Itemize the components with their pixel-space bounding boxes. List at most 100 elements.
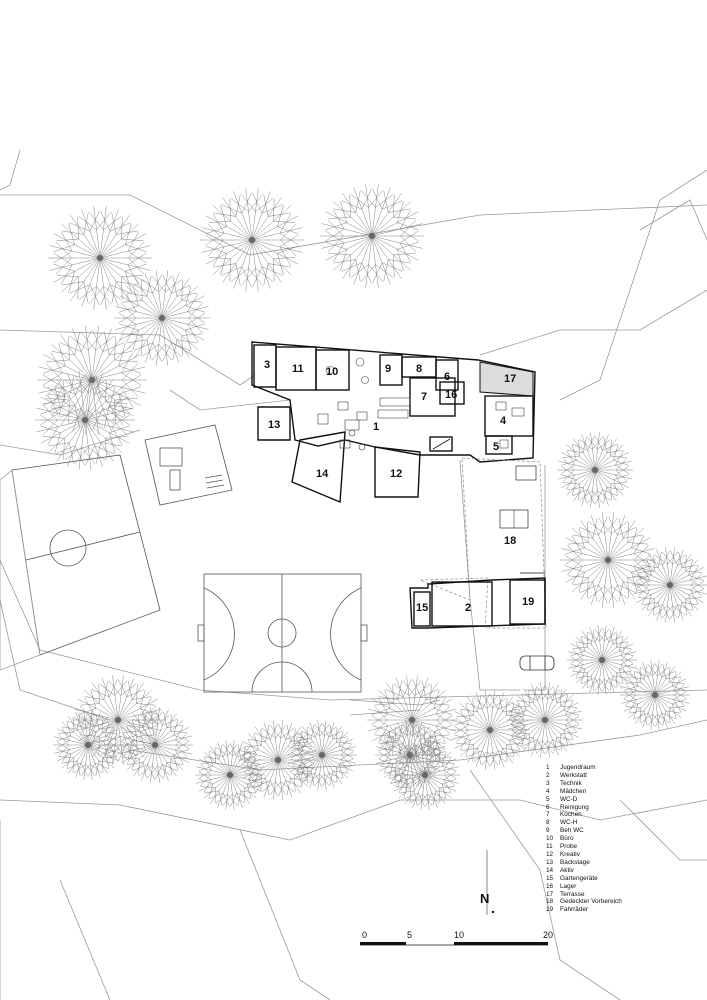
- legend-room-name: Jugendraum: [560, 764, 596, 771]
- football-field: [0, 454, 161, 671]
- legend-number: 14: [546, 866, 554, 874]
- tree-icon: [73, 675, 163, 765]
- legend-room-name: Technik: [560, 779, 582, 787]
- room-number: 13: [268, 419, 280, 431]
- tree-icon: [195, 740, 265, 810]
- legend-item: 9 Beh WC: [546, 827, 704, 835]
- north-label: N: [480, 891, 489, 906]
- tree-icon: [632, 547, 707, 623]
- legend-item: 6 Reinigung: [546, 804, 704, 812]
- legend-room-name: Lager: [560, 882, 577, 890]
- legend-number: 8: [546, 819, 550, 827]
- room-number: 19: [522, 596, 534, 608]
- tree-icon: [560, 512, 656, 608]
- basketball-court: [197, 573, 368, 693]
- legend-room-name: Aktiv: [560, 866, 574, 874]
- legend-number: 12: [546, 850, 554, 858]
- room-number: 4: [500, 415, 507, 427]
- room-number: 2: [465, 602, 471, 614]
- legend-room-name: Gedeckter Vorbereich: [560, 898, 622, 906]
- room-number: 16: [445, 389, 457, 401]
- legend-room-name: Backstage: [560, 858, 590, 866]
- legend-number: 9: [546, 827, 550, 835]
- legend-room-name: Mädchen: [560, 787, 587, 795]
- tree-icon: [48, 206, 152, 310]
- legend-number: 5: [546, 795, 550, 803]
- legend-room-name: Büro: [560, 835, 574, 843]
- legend-room-name: Reinigung: [560, 803, 589, 811]
- legend-number: 19: [546, 906, 554, 914]
- tree-icon: [390, 740, 460, 810]
- room-number: 12: [390, 468, 402, 480]
- room-number: 1: [373, 421, 379, 433]
- tree-icon: [567, 625, 637, 695]
- legend-number: 1: [546, 764, 550, 771]
- north-arrow-icon: N: [480, 850, 495, 915]
- trees: [35, 184, 707, 810]
- legend-room-name: Gartengeräte: [560, 874, 598, 882]
- tree-icon: [507, 682, 583, 758]
- tree-icon: [367, 675, 457, 765]
- legend-number: 11: [546, 843, 553, 851]
- legend-room-name: Kreativ: [560, 850, 580, 858]
- scale-tick-label: 20: [543, 930, 553, 940]
- legend-number: 10: [546, 835, 554, 843]
- tree-icon: [114, 270, 210, 366]
- room-labels: 1 2 4 5 6 7 8 9 10 11 3 12 13 14 15 16 1…: [264, 359, 534, 614]
- legend-item: 12 Kreativ: [546, 851, 704, 859]
- furniture: [317, 357, 525, 451]
- legend-room-name: Beh WC: [560, 827, 584, 835]
- room-number: 9: [385, 363, 391, 375]
- room-number: 5: [493, 441, 499, 453]
- legend-room-name: Kochen: [560, 811, 582, 819]
- covered-forecourt: [419, 457, 547, 629]
- legend-room-name: Fahrräder: [560, 906, 589, 914]
- legend-number: 15: [546, 874, 554, 882]
- tree-icon: [620, 660, 690, 730]
- legend-room-name: WC-H: [560, 819, 578, 827]
- legend-item: 1 Jugendraum: [546, 764, 704, 772]
- room-number: 8: [416, 363, 422, 375]
- legend-number: 6: [546, 803, 550, 811]
- room-number: 10: [326, 366, 338, 378]
- legend-room-name: WC-D: [560, 795, 578, 803]
- room-number: 7: [421, 391, 427, 403]
- room-number: 17: [504, 373, 516, 385]
- legend-item: 7 Kochen: [546, 811, 704, 819]
- tree-icon: [117, 707, 193, 783]
- legend-number: 2: [546, 771, 550, 779]
- tree-icon: [200, 188, 304, 292]
- legend-item: 2 Werkstatt: [546, 772, 704, 780]
- legend-item: 5 WC-D: [546, 796, 704, 804]
- legend-room-name: Werkstatt: [560, 771, 587, 779]
- scale-bar: 0 5 10 20: [360, 930, 553, 946]
- legend-number: 18: [546, 898, 554, 906]
- legend-number: 7: [546, 811, 550, 819]
- legend-item: 15 Gartengeräte: [546, 875, 704, 883]
- tree-icon: [287, 720, 357, 790]
- tree-icon: [557, 432, 633, 508]
- legend-item: 8 WC-H: [546, 819, 704, 827]
- room-number: 3: [264, 359, 270, 371]
- tree-icon: [53, 710, 123, 780]
- room-number: 15: [416, 602, 428, 614]
- tree-icon: [375, 720, 445, 790]
- legend-item: 19 Fahrräder: [546, 906, 704, 914]
- legend-number: 17: [546, 890, 554, 898]
- scale-tick-label: 10: [454, 930, 464, 940]
- room-number: 11: [292, 363, 304, 375]
- tree-icon: [35, 370, 135, 470]
- legend-number: 3: [546, 779, 550, 787]
- room-number: 14: [316, 468, 329, 480]
- legend-item: 18 Gedeckter Vorbereich: [546, 898, 704, 906]
- legend-item: 3 Technik: [546, 780, 704, 788]
- play-structure: [144, 424, 233, 506]
- legend-number: 16: [546, 882, 554, 890]
- building: [251, 341, 536, 504]
